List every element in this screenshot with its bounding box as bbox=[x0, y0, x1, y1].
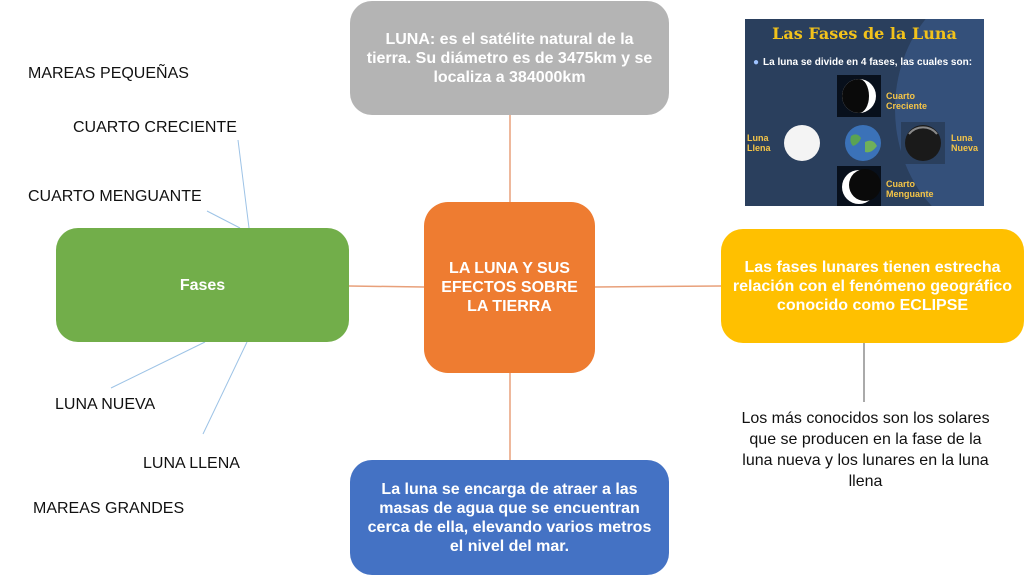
moon-cuarto-creciente bbox=[837, 75, 881, 117]
connector-fases-nueva bbox=[110, 341, 206, 389]
moon-luna-llena bbox=[780, 122, 824, 164]
node-fases: Fases bbox=[56, 228, 349, 342]
moon-label-luna-llena: Luna Llena bbox=[747, 133, 771, 153]
moon-image-intro: ●La luna se divide en 4 fases, las cuale… bbox=[753, 56, 979, 69]
bullet-icon: ● bbox=[753, 57, 760, 68]
label-cuarto-creciente: CUARTO CRECIENTE bbox=[73, 119, 237, 136]
moon-phases-image: Las Fases de la Luna ●La luna se divide … bbox=[745, 19, 984, 206]
connector-center-eclipse bbox=[594, 285, 722, 288]
eclipse-note: Los más conocidos son los solares que se… bbox=[741, 410, 990, 490]
label-mareas-grandes: MAREAS GRANDES bbox=[33, 500, 185, 517]
connector-fases-creciente bbox=[237, 139, 250, 229]
label-luna-nueva: LUNA NUEVA bbox=[55, 396, 156, 413]
half-moon-left-icon bbox=[842, 79, 876, 113]
moon-cuarto-menguante bbox=[837, 166, 881, 206]
node-mareas: La luna se encarga de atraer a las masas… bbox=[350, 460, 669, 575]
node-luna-definition: LUNA: es el satélite natural de la tierr… bbox=[350, 1, 669, 115]
node-eclipse-text: Las fases lunares tienen estrecha relaci… bbox=[732, 258, 1013, 314]
new-moon-icon bbox=[905, 125, 941, 161]
label-luna-llena: LUNA LLENA bbox=[143, 455, 240, 472]
node-fases-text: Fases bbox=[179, 276, 226, 294]
node-eclipse: Las fases lunares tienen estrecha relaci… bbox=[721, 229, 1024, 343]
crescent-moon-icon bbox=[842, 169, 881, 204]
moon-label-cuarto-creciente: Cuarto Creciente bbox=[886, 91, 928, 111]
label-cuarto-menguante: CUARTO MENGUANTE bbox=[28, 188, 202, 205]
moon-label-cuarto-menguante: Cuarto Menguante bbox=[886, 179, 934, 199]
moon-luna-nueva bbox=[901, 122, 945, 164]
connector-fases-menguante bbox=[206, 210, 241, 229]
connector-fases-llena bbox=[202, 341, 248, 435]
earth bbox=[841, 122, 885, 164]
label-mareas-pequenas: MAREAS PEQUEÑAS bbox=[28, 65, 189, 82]
full-moon-icon bbox=[784, 125, 820, 161]
moon-image-title: Las Fases de la Luna bbox=[772, 24, 957, 43]
moon-image-intro-text: La luna se divide en 4 fases, las cuales… bbox=[763, 57, 973, 68]
connector-center-fases bbox=[348, 285, 425, 288]
central-topic: LA LUNA Y SUS EFECTOS SOBRE LA TIERRA bbox=[424, 202, 595, 373]
earth-icon bbox=[845, 125, 881, 161]
background-wedge bbox=[895, 19, 984, 206]
central-topic-text: LA LUNA Y SUS EFECTOS SOBRE LA TIERRA bbox=[441, 260, 578, 315]
node-luna-definition-text: LUNA: es el satélite natural de la tierr… bbox=[366, 31, 653, 86]
node-mareas-text: La luna se encarga de atraer a las masas… bbox=[367, 480, 652, 555]
moon-label-luna-nueva: Luna Nueva bbox=[951, 133, 979, 153]
